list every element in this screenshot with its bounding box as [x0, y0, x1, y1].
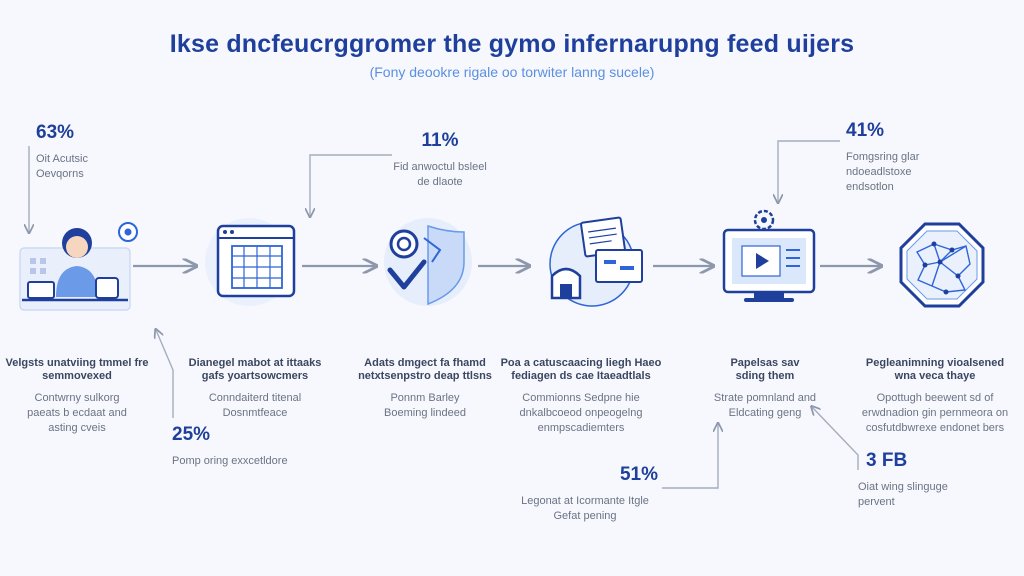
- stat-callout-25: 25% Pomp oring exxcetldore: [172, 424, 332, 469]
- step-2-text: Dianegel mabot at ittaaks gafs yoartsowc…: [180, 357, 330, 421]
- step-1-text: Velgsts unatviing tmmel fre semmovexed C…: [2, 357, 152, 436]
- check-shield-icon: [384, 218, 472, 306]
- stat-note: Legonat at Icormante Itgle Gefat pening: [521, 495, 649, 522]
- callout-line-3fb: [812, 407, 859, 470]
- dashboard-docs-icon: [549, 216, 643, 307]
- step-description: Strate pomnland and Eldcating geng: [713, 392, 817, 419]
- callout-line-25: [156, 330, 174, 418]
- stat-note: Fomgsring glar ndoeadlstoxe endsotlon: [846, 151, 920, 193]
- stat-value: 25%: [172, 424, 211, 445]
- step-caption: Poa a catuscaacing liegh Haeo fediagen d…: [500, 357, 662, 382]
- step-6-text: Pegleanimning vioalsened wna veca thaye …: [850, 357, 1020, 436]
- callout-line-41: [778, 140, 840, 202]
- step-caption: Velgsts unatviing tmmel fre semmovexed: [5, 357, 149, 382]
- video-monitor-icon: [722, 209, 816, 302]
- stat-callout-63: 63% Oit Acutsic Oevqorns: [36, 122, 156, 182]
- stat-value: 63%: [36, 122, 75, 143]
- step-description: Conndaiterd titenal Dosnmtfeace: [208, 392, 302, 419]
- page-title: Ikse dncfeucrggromer the gymo infernarup…: [169, 30, 855, 58]
- step-3-text: Adats dmgect fa fhamd netxtsenpstro deap…: [350, 357, 500, 421]
- step-caption: Dianegel mabot at ittaaks gafs yoartsowc…: [188, 357, 322, 382]
- stat-value: 51%: [619, 464, 658, 485]
- callout-line-51: [662, 424, 718, 489]
- stat-value: 3 FB: [866, 450, 908, 471]
- stat-note: Fid anwoctul bsleel de dlaote: [393, 161, 487, 188]
- stat-note: Oiat wing slinguge pervent: [858, 481, 948, 508]
- step-5-text: Papelsas sav sding them Strate pomnland …: [700, 357, 830, 421]
- step-description: Contwrny sulkorg paeats b ecdaat and ast…: [27, 392, 127, 434]
- browser-grid-icon: [205, 218, 296, 306]
- step-description: Opottugh beewent sd of erwdnadion gin pe…: [861, 392, 1009, 434]
- step-caption: Adats dmgect fa fhamd netxtsenpstro deap…: [358, 357, 492, 382]
- stat-callout-51: 51% Legonat at Icormante Itgle Gefat pen…: [510, 464, 670, 524]
- step-caption: Pegleanimning vioalsened wna veca thaye: [865, 357, 1005, 382]
- polygon-network-icon: [899, 222, 985, 308]
- stat-note: Pomp oring exxcetldore: [172, 455, 288, 467]
- step-description: Ponnm Barley Boeming lindeed: [384, 392, 466, 419]
- step-4-text: Poa a catuscaacing liegh Haeo fediagen d…: [497, 357, 665, 436]
- step-caption: Papelsas sav sding them: [730, 357, 800, 382]
- stat-callout-3fb: 3 FB Oiat wing slinguge pervent: [858, 450, 968, 510]
- stat-value: 41%: [846, 120, 885, 141]
- stat-note: Oit Acutsic Oevqorns: [36, 153, 88, 180]
- callout-line-11: [310, 154, 392, 216]
- stat-value: 11%: [421, 130, 459, 151]
- stat-callout-41: 41% Fomgsring glar ndoeadlstoxe endsotlo…: [846, 120, 956, 195]
- page-subtitle: (Fony deookre rigale oo torwiter lanng s…: [369, 64, 655, 80]
- stat-callout-11: 11% Fid anwoctul bsleel de dlaote: [380, 130, 500, 190]
- step-description: Commionns Sedpne hie dnkalbcoeod onpeoge…: [519, 392, 643, 434]
- person-at-desk-icon: [19, 222, 138, 311]
